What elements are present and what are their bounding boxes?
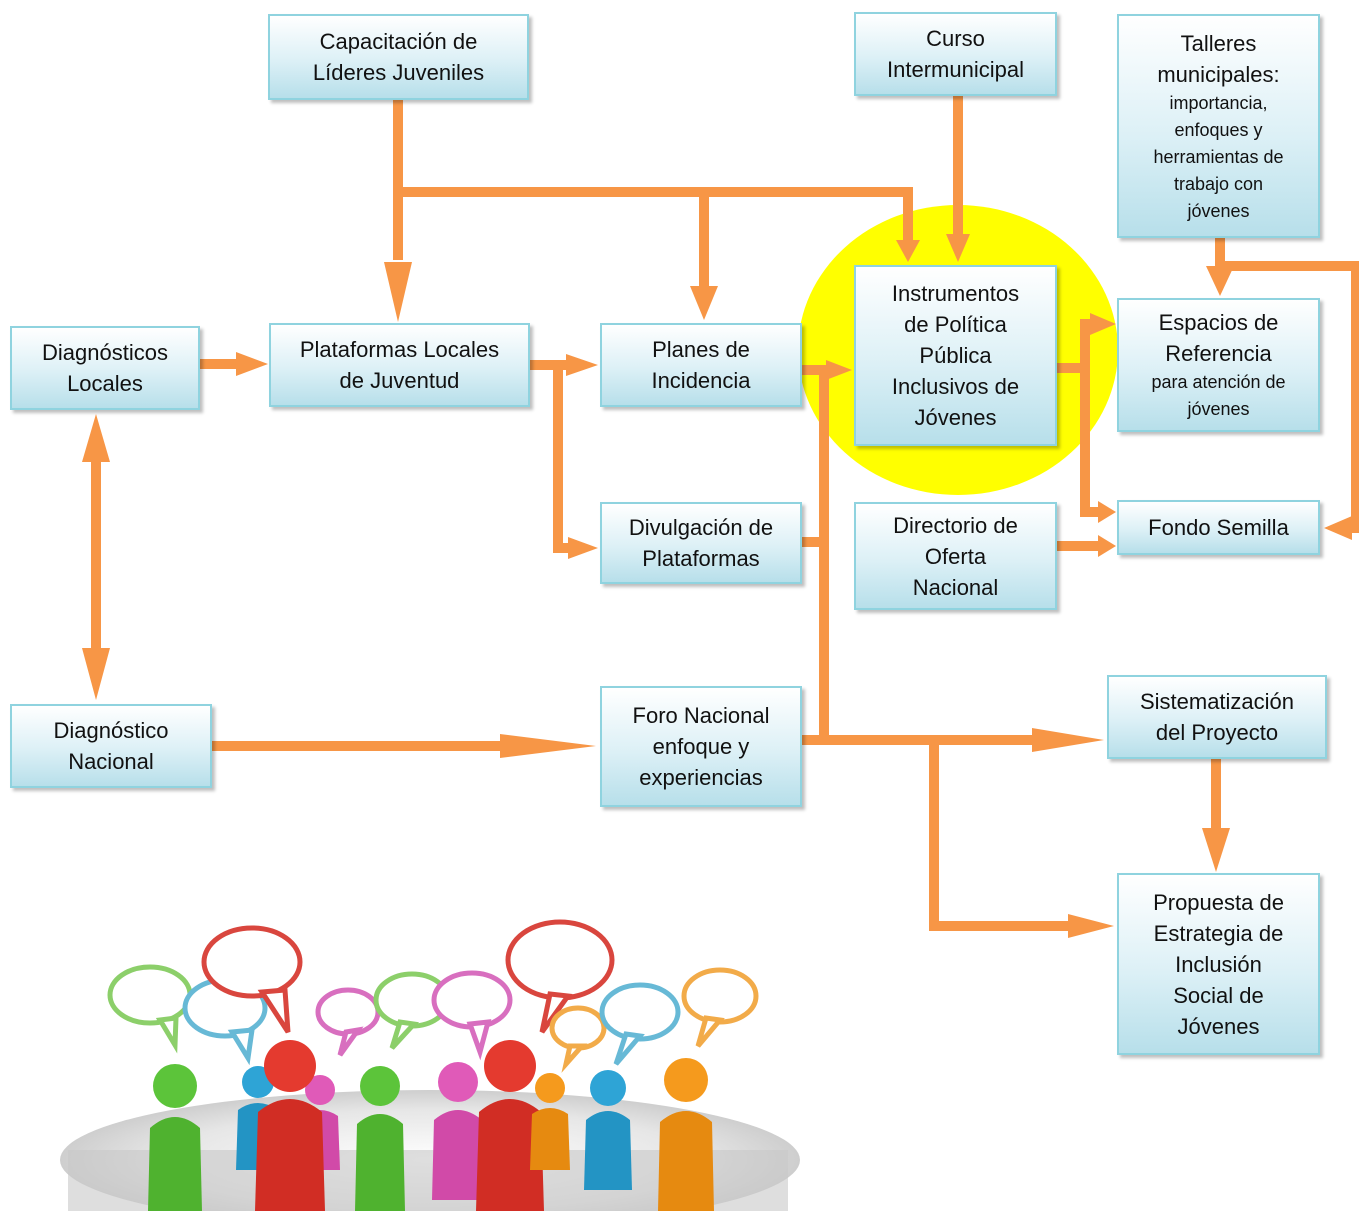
speech-bubble-icon (373, 971, 451, 1050)
arrowhead-instrumentos-from-curso (946, 234, 970, 262)
connector-planes-vertical (802, 365, 829, 745)
propuesta-label: Propuesta de Estrategia de Inclusión Soc… (1153, 889, 1284, 1039)
espacios-detail: para atención de jóvenes (1151, 372, 1286, 419)
arrowhead-divulgacion (568, 537, 598, 559)
connector-plataformas-divulgacion (530, 360, 570, 553)
diagnostico-nacional-label: Diagnóstico Nacional (53, 718, 169, 774)
diagnostico-nacional-box: Diagnóstico Nacional (10, 704, 212, 788)
person-figure (530, 1073, 570, 1170)
connector-foro-propuesta (929, 740, 1070, 931)
arrowhead-espacios-from-talleres (1206, 266, 1234, 296)
espacios-title: Espacios de Referencia (1158, 310, 1279, 366)
fondo-semilla-box: Fondo Semilla (1117, 500, 1320, 555)
speech-bubble-icon (315, 987, 381, 1057)
speech-bubble-icon (431, 970, 513, 1061)
arrowhead-sistematizacion (1032, 728, 1104, 752)
divulgacion-box: Divulgación de Plataformas (600, 502, 802, 584)
person-figure (476, 1040, 544, 1211)
arrowhead-propuesta-from-foro (1068, 914, 1114, 938)
arrowhead-plataformas (384, 262, 412, 322)
sistematizacion-label: Sistematización del Proyecto (1139, 689, 1295, 745)
arrowhead-fondo-from-talleres (1324, 516, 1352, 540)
instrumentos-box: Instrumentos de Política Pública Inclusi… (854, 265, 1057, 446)
arrowhead-planes (690, 286, 718, 320)
arrowhead-espacios (1090, 313, 1116, 335)
arrowhead-foro (500, 734, 596, 758)
figures (148, 1040, 714, 1211)
connector-lines (91, 96, 1359, 931)
speech-bubble-icon (107, 964, 193, 1054)
arrowhead-propuesta-from-sistematizacion (1202, 828, 1230, 872)
person-figure (255, 1040, 325, 1211)
person-figure (355, 1066, 405, 1211)
arrowhead-diagnacional-down (82, 648, 110, 700)
talleres-box: Talleres municipales: importancia, enfoq… (1117, 14, 1320, 238)
arrowhead-fondo-from-instrumentos (1098, 501, 1116, 523)
curso-label: Curso Intermunicipal (887, 26, 1024, 82)
plataformas-box: Plataformas Locales de Juventud (269, 323, 530, 407)
sistematizacion-box: Sistematización del Proyecto (1107, 675, 1327, 759)
connector-talleres-fondo (1220, 261, 1359, 533)
propuesta-box: Propuesta de Estrategia de Inclusión Soc… (1117, 873, 1320, 1055)
person-figure (148, 1064, 202, 1211)
planes-box: Planes de Incidencia (600, 323, 802, 407)
person-figure (658, 1058, 714, 1211)
diagnosticos-locales-label: Diagnósticos Locales (42, 340, 168, 396)
arrow-heads (82, 234, 1352, 938)
divulgacion-label: Divulgación de Plataformas (628, 515, 774, 571)
diagnosticos-locales-box: Diagnósticos Locales (10, 326, 200, 410)
capacitacion-box: Capacitación de Líderes Juveniles (268, 14, 529, 100)
instrumentos-label: Instrumentos de Política Pública Inclusi… (891, 281, 1020, 430)
plataformas-label: Plataformas Locales de Juventud (299, 337, 500, 393)
person-figure (432, 1062, 484, 1200)
espacios-box: Espacios de Referencia para atención de … (1117, 298, 1320, 432)
talleres-title: Talleres municipales: (1157, 30, 1280, 87)
people-illustration (60, 919, 800, 1211)
connector-capacitacion-bus (393, 100, 913, 240)
arrowhead-diaglocales-up (82, 414, 110, 462)
arrowhead-plataformas-from-diaglocales (236, 352, 268, 376)
arrowhead-fondo-from-directorio (1098, 535, 1116, 557)
fondo-semilla-label: Fondo Semilla (1148, 515, 1289, 540)
talleres-detail: importancia, enfoques y herramientas de … (1153, 92, 1284, 221)
directorio-box: Directorio de Oferta Nacional (854, 502, 1057, 610)
speech-bubble-icon (681, 967, 759, 1048)
speech-bubbles (107, 919, 759, 1073)
arrowhead-instrumentos-from-planes (826, 360, 852, 380)
speech-bubble-icon (549, 1005, 607, 1073)
speech-bubble-icon (201, 925, 303, 1034)
foro-box: Foro Nacional enfoque y experiencias (600, 686, 802, 807)
arrowhead-planes-from-plataformas (566, 354, 598, 376)
speech-bubble-icon (505, 919, 615, 1034)
planes-label: Planes de Incidencia (651, 337, 751, 393)
connector-instrumentos-espacios (1057, 319, 1092, 373)
directorio-label: Directorio de Oferta Nacional (893, 512, 1018, 600)
capacitacion-label: Capacitación de Líderes Juveniles (312, 29, 485, 85)
person-figure (584, 1070, 632, 1190)
speech-bubble-icon (599, 982, 681, 1066)
foro-label: Foro Nacional enfoque y experiencias (632, 703, 770, 790)
arrowhead-instrumentos-from-bus (896, 240, 920, 262)
curso-box: Curso Intermunicipal (854, 12, 1057, 96)
